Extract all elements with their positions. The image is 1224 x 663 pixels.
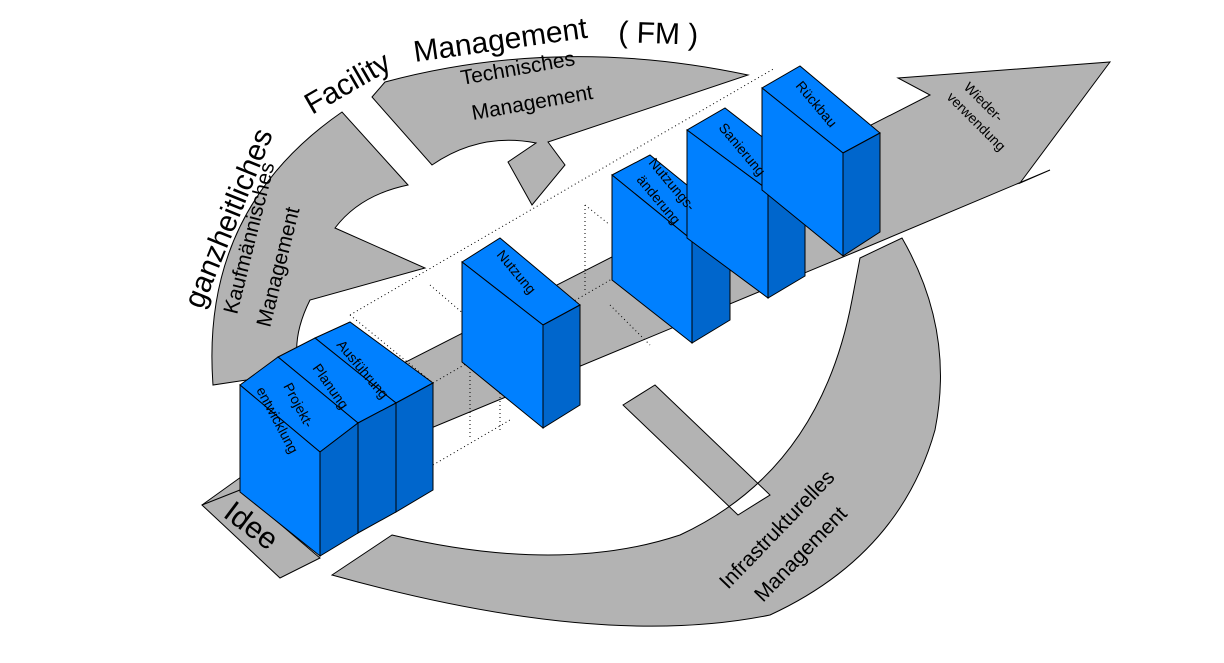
title-word-facility: Facility <box>299 46 396 121</box>
phase-box-nutzung-side <box>542 304 581 429</box>
phase-box-planung-side <box>357 402 397 534</box>
phase-box-ausfuehrung-side <box>395 382 434 513</box>
phase-box-rueckbau <box>761 65 881 258</box>
technical-management-arc <box>371 56 750 206</box>
idee-plate <box>201 489 321 579</box>
phase-box-projektentwicklung-side <box>319 421 359 557</box>
phase-box-nutzung <box>461 237 581 430</box>
title-word-fm: ( FM ) <box>618 16 699 52</box>
commercial-management-arc <box>211 111 427 386</box>
infrastructural-management-arc <box>330 237 941 627</box>
phase-box-group-1 <box>239 321 434 558</box>
phase-box-rueckbau-side <box>842 132 881 257</box>
